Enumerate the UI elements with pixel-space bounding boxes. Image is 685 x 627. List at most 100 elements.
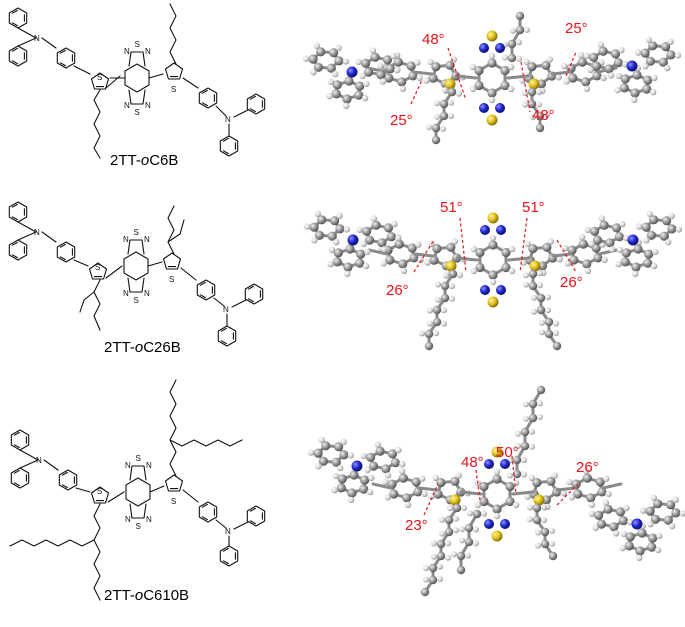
carbon-atom [546, 476, 556, 486]
carbon-atom [452, 503, 462, 513]
bond-stick [459, 490, 483, 496]
carbon-atom [440, 293, 450, 303]
carbon-atom [615, 507, 626, 517]
hydrogen-atom [508, 267, 516, 275]
nitrogen-atom [627, 234, 639, 246]
angle-label: 23° [405, 517, 428, 534]
atom-n: N [223, 305, 229, 314]
carbon-atom [653, 499, 663, 509]
label-oc610b: 2TT-oC610B [104, 587, 189, 604]
hydrogen-atom [528, 474, 535, 482]
hydrogen-atom [654, 546, 662, 554]
carbon-atom [589, 52, 599, 62]
carbon-atom [487, 88, 497, 98]
carbon-atom [406, 61, 416, 71]
carbon-atom [431, 123, 441, 133]
atom-n: N [34, 228, 40, 237]
carbon-atom [407, 243, 417, 253]
hydrogen-atom [656, 532, 663, 540]
carbon-atom [363, 67, 374, 77]
hydrogen-atom [488, 52, 496, 60]
hydrogen-atom [516, 39, 522, 46]
hydrogen-atom [665, 238, 672, 246]
hydrogen-atom [541, 504, 547, 511]
hydrogen-atom [535, 542, 541, 549]
hydrogen-atom [374, 441, 382, 448]
carbon-atom [456, 551, 466, 561]
carbon-atom [385, 64, 395, 74]
hydrogen-atom [545, 307, 551, 314]
hydrogen-atom [529, 443, 535, 450]
hydrogen-atom [343, 102, 350, 110]
carbon-atom [591, 61, 602, 71]
hydrogen-atom [428, 493, 435, 500]
carbon-atom [528, 244, 538, 254]
hydrogen-atom [435, 281, 441, 288]
hydrogen-atom [459, 537, 465, 544]
angle-label: 48° [532, 107, 555, 124]
carbon-atom [541, 60, 551, 70]
carbon-atom [474, 65, 484, 76]
hydrogen-atom [404, 501, 412, 508]
carbon-atom [475, 262, 485, 273]
carbon-atom [578, 239, 588, 249]
hydrogen-atom [489, 234, 497, 242]
angles-oc610b: 48° 50° 26° 23° [405, 444, 599, 534]
atom-s: S [136, 522, 141, 531]
hydrogen-atom [588, 510, 595, 518]
hydrogen-atom [645, 36, 652, 44]
hydrogen-atom [493, 512, 501, 520]
hydrogen-atom [541, 517, 547, 524]
carbon-atom [645, 56, 656, 66]
hydrogen-atom [562, 244, 569, 252]
carbon-atom [326, 63, 336, 73]
hydrogen-atom [395, 234, 402, 242]
hydrogen-atom [419, 475, 426, 482]
carbon-atom [659, 231, 669, 241]
hydrogen-atom [577, 52, 585, 59]
carbon-atom [598, 46, 608, 56]
carbon-atom [541, 495, 552, 505]
hydrogen-atom [510, 27, 516, 34]
hydrogen-atom [642, 62, 649, 70]
hydrogen-atom [445, 540, 451, 547]
angles-oc6b: 48° 25° 25° 48° [390, 20, 588, 129]
hydrogen-atom [651, 74, 658, 82]
carbon-atom [586, 493, 596, 503]
carbon-atom [336, 483, 346, 493]
nitrogen-atom [479, 103, 489, 113]
hydrogen-atom [340, 438, 347, 445]
hydrogen-atom [672, 496, 679, 503]
carbon-atom [593, 253, 603, 263]
carbon-atom [386, 232, 396, 242]
carbon-atom [648, 41, 658, 51]
carbon-atom [512, 455, 522, 465]
hydrogen-atom [523, 58, 530, 66]
hydrogen-atom [461, 505, 467, 511]
hydrogen-atom [502, 54, 508, 61]
hydrogen-atom [618, 46, 625, 54]
carbon-atom [527, 87, 537, 97]
hydrogen-atom [527, 504, 533, 511]
carbon-atom [335, 224, 345, 234]
hydrogen-atom [379, 78, 387, 85]
carbon-atom [507, 39, 517, 49]
carbon-atom [321, 441, 331, 451]
nitrogen-atom [347, 234, 359, 246]
carbon-atom [590, 226, 600, 236]
carbon-atom [643, 258, 653, 268]
angle-label: 50° [496, 444, 519, 461]
hydrogen-atom [679, 510, 685, 517]
carbon-atom [337, 474, 347, 484]
bond-stick [417, 486, 439, 492]
hydrogen-atom [343, 226, 351, 233]
atom-n: N [145, 47, 151, 56]
nitrogen-atom [500, 459, 510, 469]
atom-s: S [135, 40, 140, 49]
hydrogen-atom [639, 507, 647, 514]
hydrogen-atom [447, 505, 453, 512]
hydrogen-atom [521, 457, 527, 464]
carbon-atom [433, 489, 443, 499]
carbon-atom [327, 231, 337, 241]
carbon-atom [633, 244, 643, 254]
